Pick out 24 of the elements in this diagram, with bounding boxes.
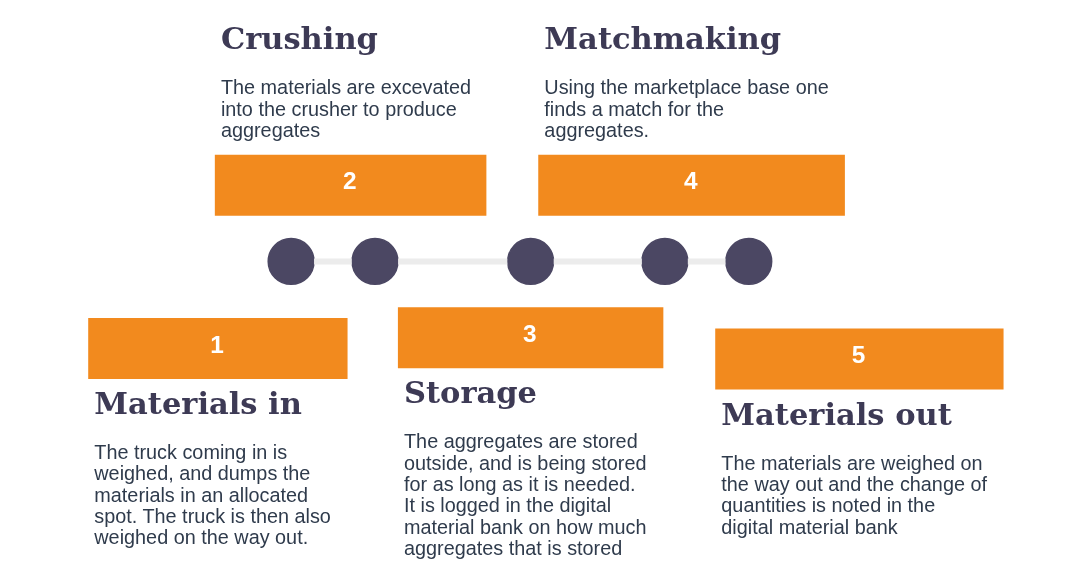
node-label: The aggregates are stored outside, and is being stored for as long as it is needed. It is logged in the digital material bank on how much aggregates that is stored	[404, 430, 647, 559]
node-label: The truck coming in is weighed, and dumps the materials in an allocated spot. The truck is then also weighed on the way out.	[94, 440, 331, 549]
node-label: Using the marketplace base one finds a match for the aggregates.	[544, 76, 829, 141]
node-label: Storage	[404, 374, 538, 411]
connector	[314, 258, 352, 265]
node-box: 2	[214, 154, 487, 216]
connector	[687, 258, 726, 265]
node-box: 4	[538, 154, 845, 216]
connector	[553, 258, 642, 265]
node-box: 3	[397, 307, 664, 369]
node-box: 5	[715, 328, 1004, 390]
node-label: Materials out	[721, 395, 952, 432]
node-circle	[351, 237, 399, 286]
node-label: The materials are excevated into the crusher to produce aggregates	[220, 76, 472, 141]
node-label: The materials are weighed on the way out and the change of quantities is noted in the digital material bank	[721, 451, 988, 538]
connector	[398, 258, 508, 265]
node-label: Crushing	[220, 20, 378, 57]
node-circle	[267, 237, 315, 286]
node-circle	[641, 237, 689, 286]
node-circle	[506, 237, 555, 286]
node-label: Materials in	[94, 385, 302, 422]
node-label: Matchmaking	[544, 20, 781, 57]
node-box: 1	[88, 317, 348, 379]
node-circle	[725, 237, 773, 286]
